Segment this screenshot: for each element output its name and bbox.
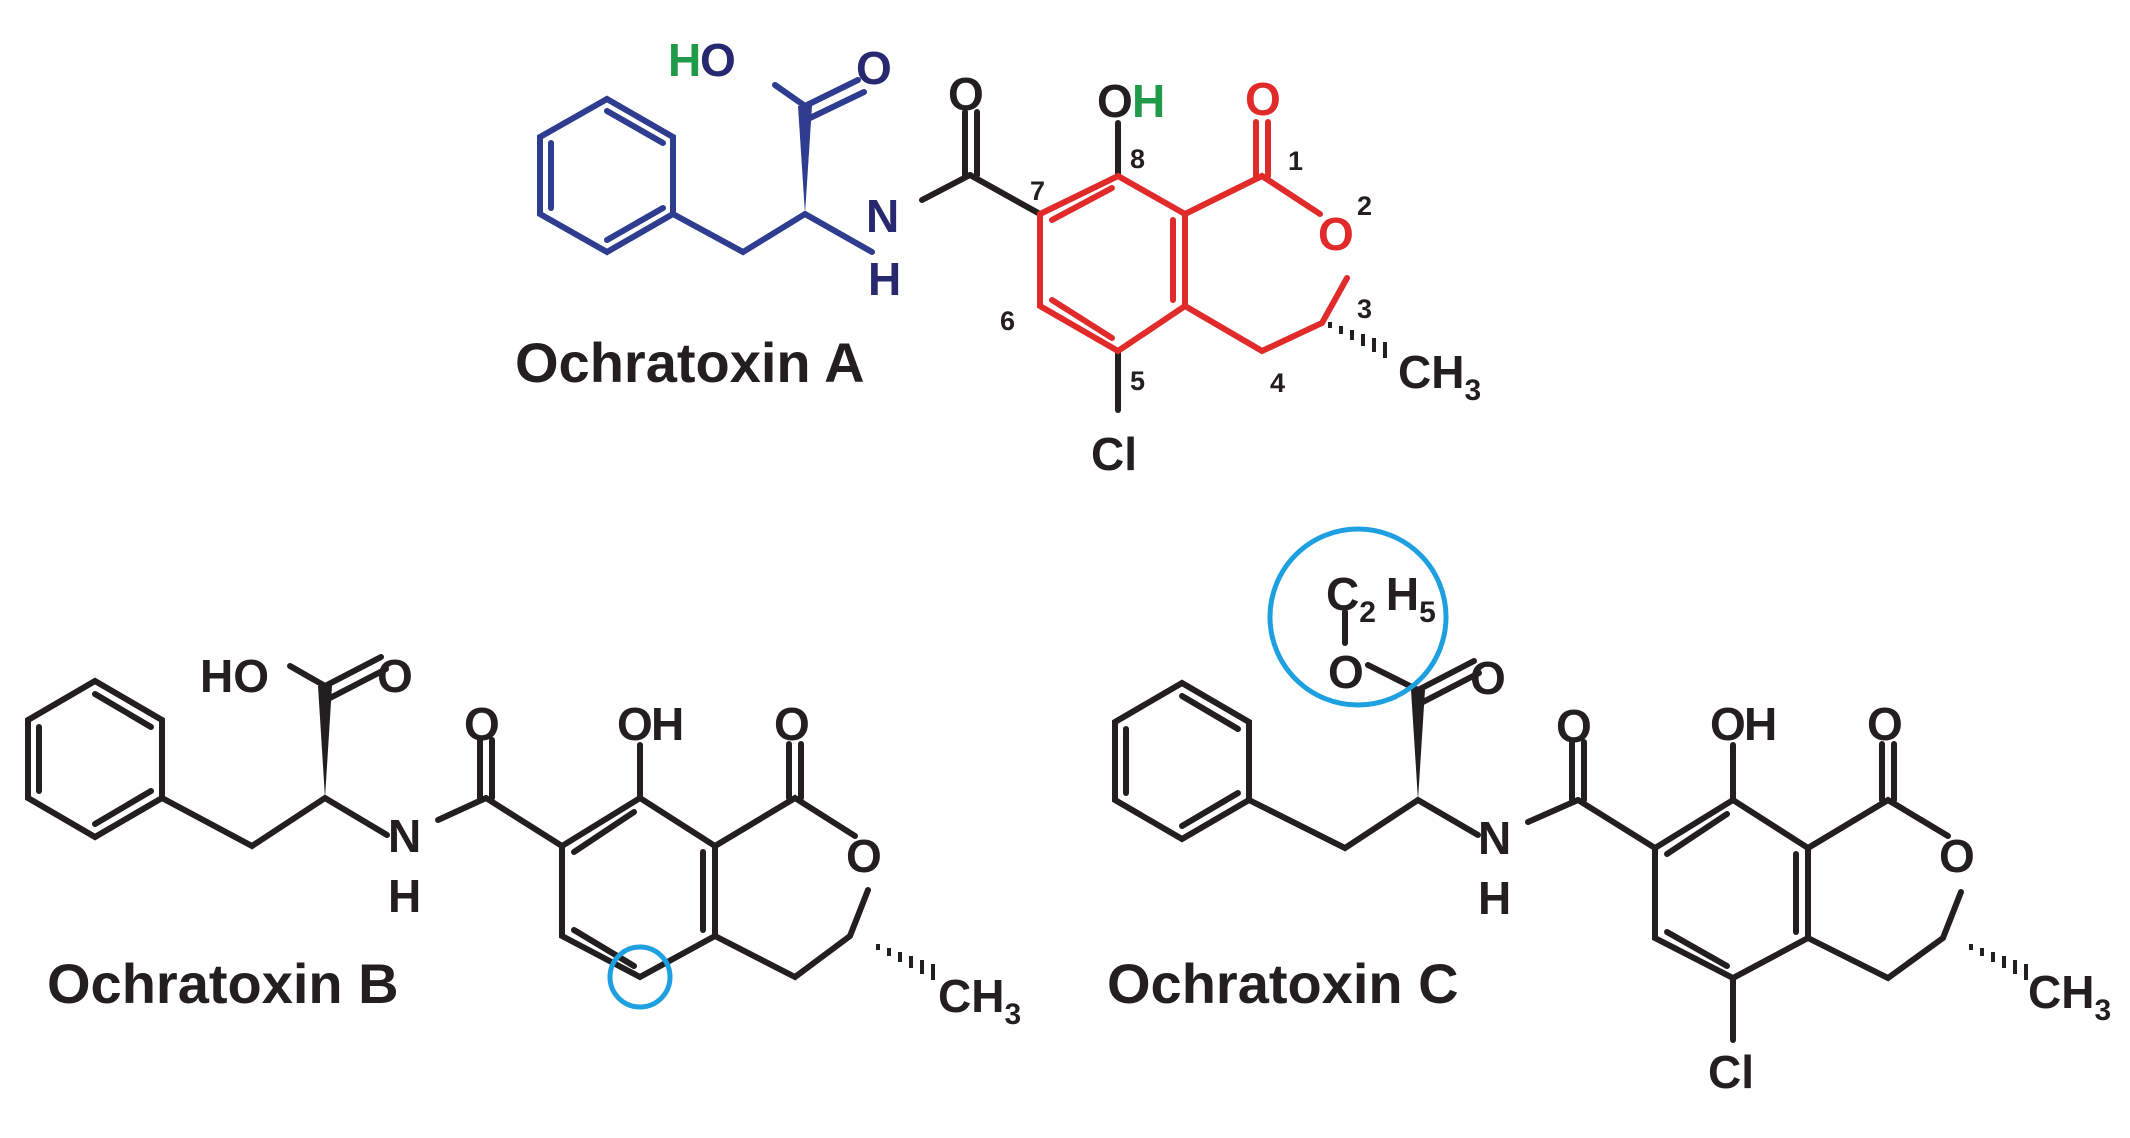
ob-amide-n: N (388, 810, 421, 862)
ob-acid-co-2 (327, 666, 389, 701)
ob-dechlorination-highlight (607, 944, 673, 1010)
oa-ch2-bond (670, 211, 808, 256)
oa-acid-h: H (668, 34, 701, 86)
oc-lactone-carbonyl-o: O (1867, 698, 1903, 750)
oa-benzene-ring (537, 95, 676, 256)
ob-hashed-bond (876, 944, 935, 980)
oc-lactone-top (1805, 796, 1951, 851)
ob-ring-o: O (846, 830, 882, 882)
oa-co-double-2 (807, 89, 867, 121)
oa-acid-o: O (700, 34, 736, 86)
ob-acid-ho: HO (200, 650, 269, 702)
oa-amide-n: N (866, 190, 899, 242)
oc-amide-o: O (1556, 700, 1592, 752)
ob-name: Ochratoxin B (47, 952, 399, 1015)
oa-position-1: 1 (1288, 146, 1303, 176)
ob-lactone-carbonyl-o: O (774, 698, 810, 750)
oc-amide-n: N (1478, 812, 1511, 864)
oa-lactone-top (1182, 172, 1323, 217)
ob-phenol-o: O (617, 698, 653, 750)
oc-phenol-o: O (1710, 698, 1746, 750)
ob-carbonyl-ring-bond (483, 795, 565, 849)
ob-side-chain (159, 794, 390, 850)
ob-phenol-h: H (651, 698, 684, 750)
ob-wedge-bond (318, 686, 332, 798)
oa-hashed-bond (1328, 322, 1387, 358)
oc-skeleton (1112, 609, 1964, 1043)
ob-acid-carbonyl-o: O (377, 650, 413, 702)
oa-position-2: 2 (1357, 191, 1372, 221)
oa-aromatic-ring (1037, 172, 1188, 355)
oc-chlorine: Cl (1708, 1046, 1754, 1098)
oc-aromatic-ring (1652, 796, 1811, 982)
oa-position-4: 4 (1270, 368, 1285, 398)
oa-position-8: 8 (1130, 144, 1145, 174)
oa-phenol-h: H (1132, 75, 1165, 127)
oc-benzene-ring (1112, 679, 1252, 843)
oc-methyl: CH3 (2028, 966, 2111, 1027)
oa-amide-linker (919, 109, 1121, 413)
ob-lactone-top (712, 794, 858, 849)
oc-ethyl-ester-highlight (1267, 526, 1449, 708)
ob-amide-o: O (464, 698, 500, 750)
oa-ring-o: O (1318, 208, 1354, 260)
oa-wedge-bond (798, 106, 812, 214)
oc-ring-o: O (1939, 830, 1975, 882)
oc-n-c-bond (1525, 797, 1581, 825)
ob-methyl: CH3 (938, 970, 1021, 1031)
ob-amide-h: H (388, 870, 421, 922)
oc-name: Ochratoxin C (1107, 952, 1459, 1015)
oc-phenol-h: H (1744, 698, 1777, 750)
oc-amide-h: H (1478, 872, 1511, 924)
oc-ester-co-1 (1415, 658, 1477, 693)
oa-ring-numbers: 1 2 3 4 5 6 7 8 (1000, 144, 1372, 398)
oc-lactone-bottom (1805, 889, 1964, 982)
oc-hashed-bond (1969, 944, 2028, 980)
oa-position-6: 6 (1000, 306, 1015, 336)
oa-position-5: 5 (1130, 366, 1145, 396)
ob-benzene-ring (25, 677, 165, 841)
oa-calpha-n-bond (802, 211, 875, 255)
oa-co-double-1 (802, 77, 861, 109)
oa-position-3: 3 (1357, 294, 1372, 324)
ochratoxin-a: H O O N H O O H Cl O O (515, 34, 1481, 480)
ob-aromatic-ring (559, 794, 718, 981)
oa-acid-carbonyl-o: O (856, 42, 892, 94)
oa-amide-o: O (948, 68, 984, 120)
oa-c-oh-bond (772, 82, 808, 109)
oc-ester-co-2 (1420, 670, 1482, 705)
oc-ester-o: O (1328, 646, 1364, 698)
oc-ester-carbonyl-o: O (1470, 652, 1506, 704)
oa-lactone-carbonyl-o: O (1245, 73, 1281, 125)
oa-amide-h: H (868, 253, 901, 305)
oa-phenylalanine (537, 77, 875, 256)
ob-n-c-bond (435, 795, 489, 823)
oa-lactone-bottom (1182, 275, 1350, 355)
oc-wedge-bond (1411, 690, 1425, 800)
oa-methyl: CH3 (1398, 346, 1481, 407)
ochratoxin-b: HO O N H O O H O O CH3 Ochratoxin B (25, 650, 1021, 1031)
oa-name: Ochratoxin A (515, 331, 865, 394)
oa-phenol-o: O (1097, 75, 1133, 127)
oc-side-chain (1246, 796, 1481, 852)
ob-acid-c-oh (287, 663, 328, 689)
ob-lactone-bottom (712, 887, 871, 981)
oc-carbonyl-ring-bond (1575, 797, 1658, 851)
oa-chlorine: Cl (1091, 428, 1137, 480)
oa-isocoumarin (1037, 119, 1350, 355)
ob-acid-co-1 (322, 654, 384, 689)
oa-position-7: 7 (1030, 176, 1045, 206)
ob-skeleton (25, 654, 871, 981)
